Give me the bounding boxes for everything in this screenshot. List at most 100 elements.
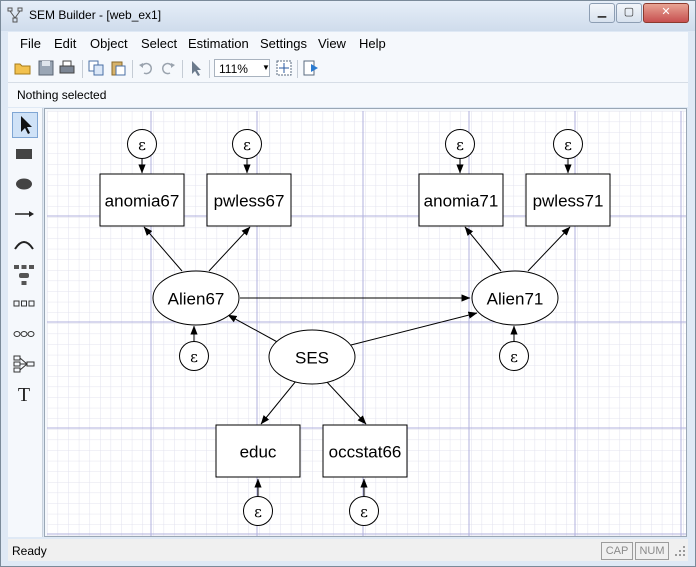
minimize-button[interactable]: ▁	[589, 3, 615, 23]
error-e6[interactable]: ε	[499, 341, 529, 371]
error-e4[interactable]: ε	[553, 129, 583, 159]
num-lock-indicator: NUM	[635, 542, 669, 560]
oval-icon	[16, 178, 32, 190]
zoom-select[interactable]: 111%	[214, 59, 270, 77]
observed-pwless71[interactable]: pwless71	[525, 173, 611, 227]
observed-anomia67-label: anomia67	[105, 192, 180, 211]
chevron-down-icon[interactable]: ▼	[262, 63, 270, 72]
selection-status-bar: Nothing selected	[8, 83, 688, 107]
observed-pwless67[interactable]: pwless67	[206, 173, 292, 227]
error-e8[interactable]: ε	[349, 496, 379, 526]
caps-lock-indicator: CAP	[601, 542, 633, 560]
latent-ses[interactable]: SES	[268, 329, 356, 385]
zoom-value: 111%	[219, 62, 248, 76]
observed-educ[interactable]: educ	[215, 424, 301, 478]
latent-variable-tool[interactable]	[12, 172, 38, 198]
latent-alien71[interactable]: Alien71	[471, 270, 559, 326]
text-icon: T	[18, 384, 30, 406]
path-diagram[interactable]: anomia67 pwless67 anomia71 pwless71 educ	[47, 111, 686, 536]
print-icon[interactable]	[58, 59, 76, 77]
error-e5[interactable]: ε	[179, 341, 209, 371]
latent-alien67[interactable]: Alien67	[152, 270, 240, 326]
path-ses-occstat66[interactable]	[325, 380, 367, 425]
error-e5-symbol: ε	[190, 348, 198, 366]
arrow-icon	[15, 211, 34, 217]
toolbar-separator	[297, 60, 298, 78]
observed-variable-tool[interactable]	[12, 142, 38, 168]
path-ses-alien71[interactable]	[350, 311, 478, 346]
diagram-canvas-frame: anomia67 pwless67 anomia71 pwless71 educ	[44, 108, 687, 537]
diagram-canvas[interactable]: anomia67 pwless67 anomia71 pwless71 educ	[47, 111, 686, 536]
hierarchy-icon	[14, 265, 34, 285]
latent-ses-label: SES	[295, 349, 329, 368]
error-e2[interactable]: ε	[232, 129, 262, 159]
svg-text:T: T	[18, 384, 30, 406]
covariance-tool[interactable]	[12, 232, 38, 258]
error-e3[interactable]: ε	[445, 129, 475, 159]
maximize-button[interactable]: ▢	[616, 3, 642, 23]
close-button[interactable]: ✕	[643, 3, 689, 23]
path-tool[interactable]	[12, 202, 38, 228]
menu-help[interactable]: Help	[359, 36, 386, 51]
menu-select[interactable]: Select	[141, 36, 178, 51]
toolbar-separator	[182, 60, 183, 78]
add-latent-measurement-tool[interactable]	[12, 322, 38, 348]
observed-occstat66[interactable]: occstat66	[322, 424, 408, 478]
resize-grip-icon[interactable]	[674, 545, 686, 557]
observed-pwless67-label: pwless67	[214, 192, 285, 211]
curved-arrow-icon	[14, 241, 34, 250]
observed-occstat66-label: occstat66	[329, 443, 402, 462]
generalized-sem-tool[interactable]	[12, 262, 38, 288]
boxes-row-icon	[13, 300, 35, 307]
app-icon	[7, 7, 23, 23]
path-alien67-pwless67[interactable]	[208, 226, 251, 272]
estimate-icon[interactable]	[302, 59, 320, 77]
fit-icon[interactable]	[275, 59, 293, 77]
path-alien71-anomia71[interactable]	[464, 226, 502, 272]
copy-icon[interactable]	[87, 59, 105, 77]
menu-bar: File Edit Object Select Estimation Setti…	[8, 32, 688, 56]
toolbar: 111% ▼	[8, 56, 688, 83]
observed-pwless71-label: pwless71	[533, 192, 604, 211]
redo-icon[interactable]	[159, 59, 177, 77]
text-tool[interactable]: T	[12, 382, 38, 408]
error-e7[interactable]: ε	[243, 496, 273, 526]
observed-educ-label: educ	[240, 443, 277, 462]
latent-alien71-label: Alien71	[487, 290, 544, 309]
toolbar-separator	[209, 60, 210, 78]
save-icon[interactable]	[37, 59, 55, 77]
pointer-tool[interactable]	[12, 112, 38, 138]
open-icon[interactable]	[14, 59, 32, 77]
undo-icon[interactable]	[137, 59, 155, 77]
error-e1[interactable]: ε	[127, 129, 157, 159]
path-alien71-pwless71[interactable]	[527, 226, 571, 272]
add-regression-component-tool[interactable]	[12, 352, 38, 378]
error-e3-symbol: ε	[456, 136, 464, 154]
menu-settings[interactable]: Settings	[260, 36, 307, 51]
add-observed-measurement-tool[interactable]	[12, 292, 38, 318]
menu-file[interactable]: File	[20, 36, 41, 51]
regression-icon	[13, 355, 35, 373]
title-bar: SEM Builder - [web_ex1] ▁ ▢ ✕	[1, 1, 695, 31]
error-e6-symbol: ε	[510, 348, 518, 366]
path-ses-educ[interactable]	[260, 380, 297, 425]
window-title: SEM Builder - [web_ex1]	[29, 8, 162, 22]
selection-status: Nothing selected	[17, 88, 107, 102]
observed-anomia67[interactable]: anomia67	[99, 173, 185, 227]
paste-icon[interactable]	[109, 59, 127, 77]
menu-view[interactable]: View	[318, 36, 346, 51]
ovals-row-icon	[13, 331, 35, 337]
latent-alien67-label: Alien67	[168, 290, 225, 309]
observed-anomia71-label: anomia71	[424, 192, 499, 211]
observed-anomia71[interactable]: anomia71	[418, 173, 504, 227]
toolbar-separator	[132, 60, 133, 78]
tool-palette: T	[8, 108, 43, 537]
path-ses-alien67[interactable]	[227, 314, 282, 345]
ready-status: Ready	[12, 544, 47, 558]
select-tool-icon[interactable]	[187, 59, 205, 77]
pointer-icon	[21, 116, 32, 134]
menu-estimation[interactable]: Estimation	[188, 36, 249, 51]
path-alien67-anomia67[interactable]	[143, 226, 183, 272]
menu-object[interactable]: Object	[90, 36, 128, 51]
menu-edit[interactable]: Edit	[54, 36, 77, 51]
